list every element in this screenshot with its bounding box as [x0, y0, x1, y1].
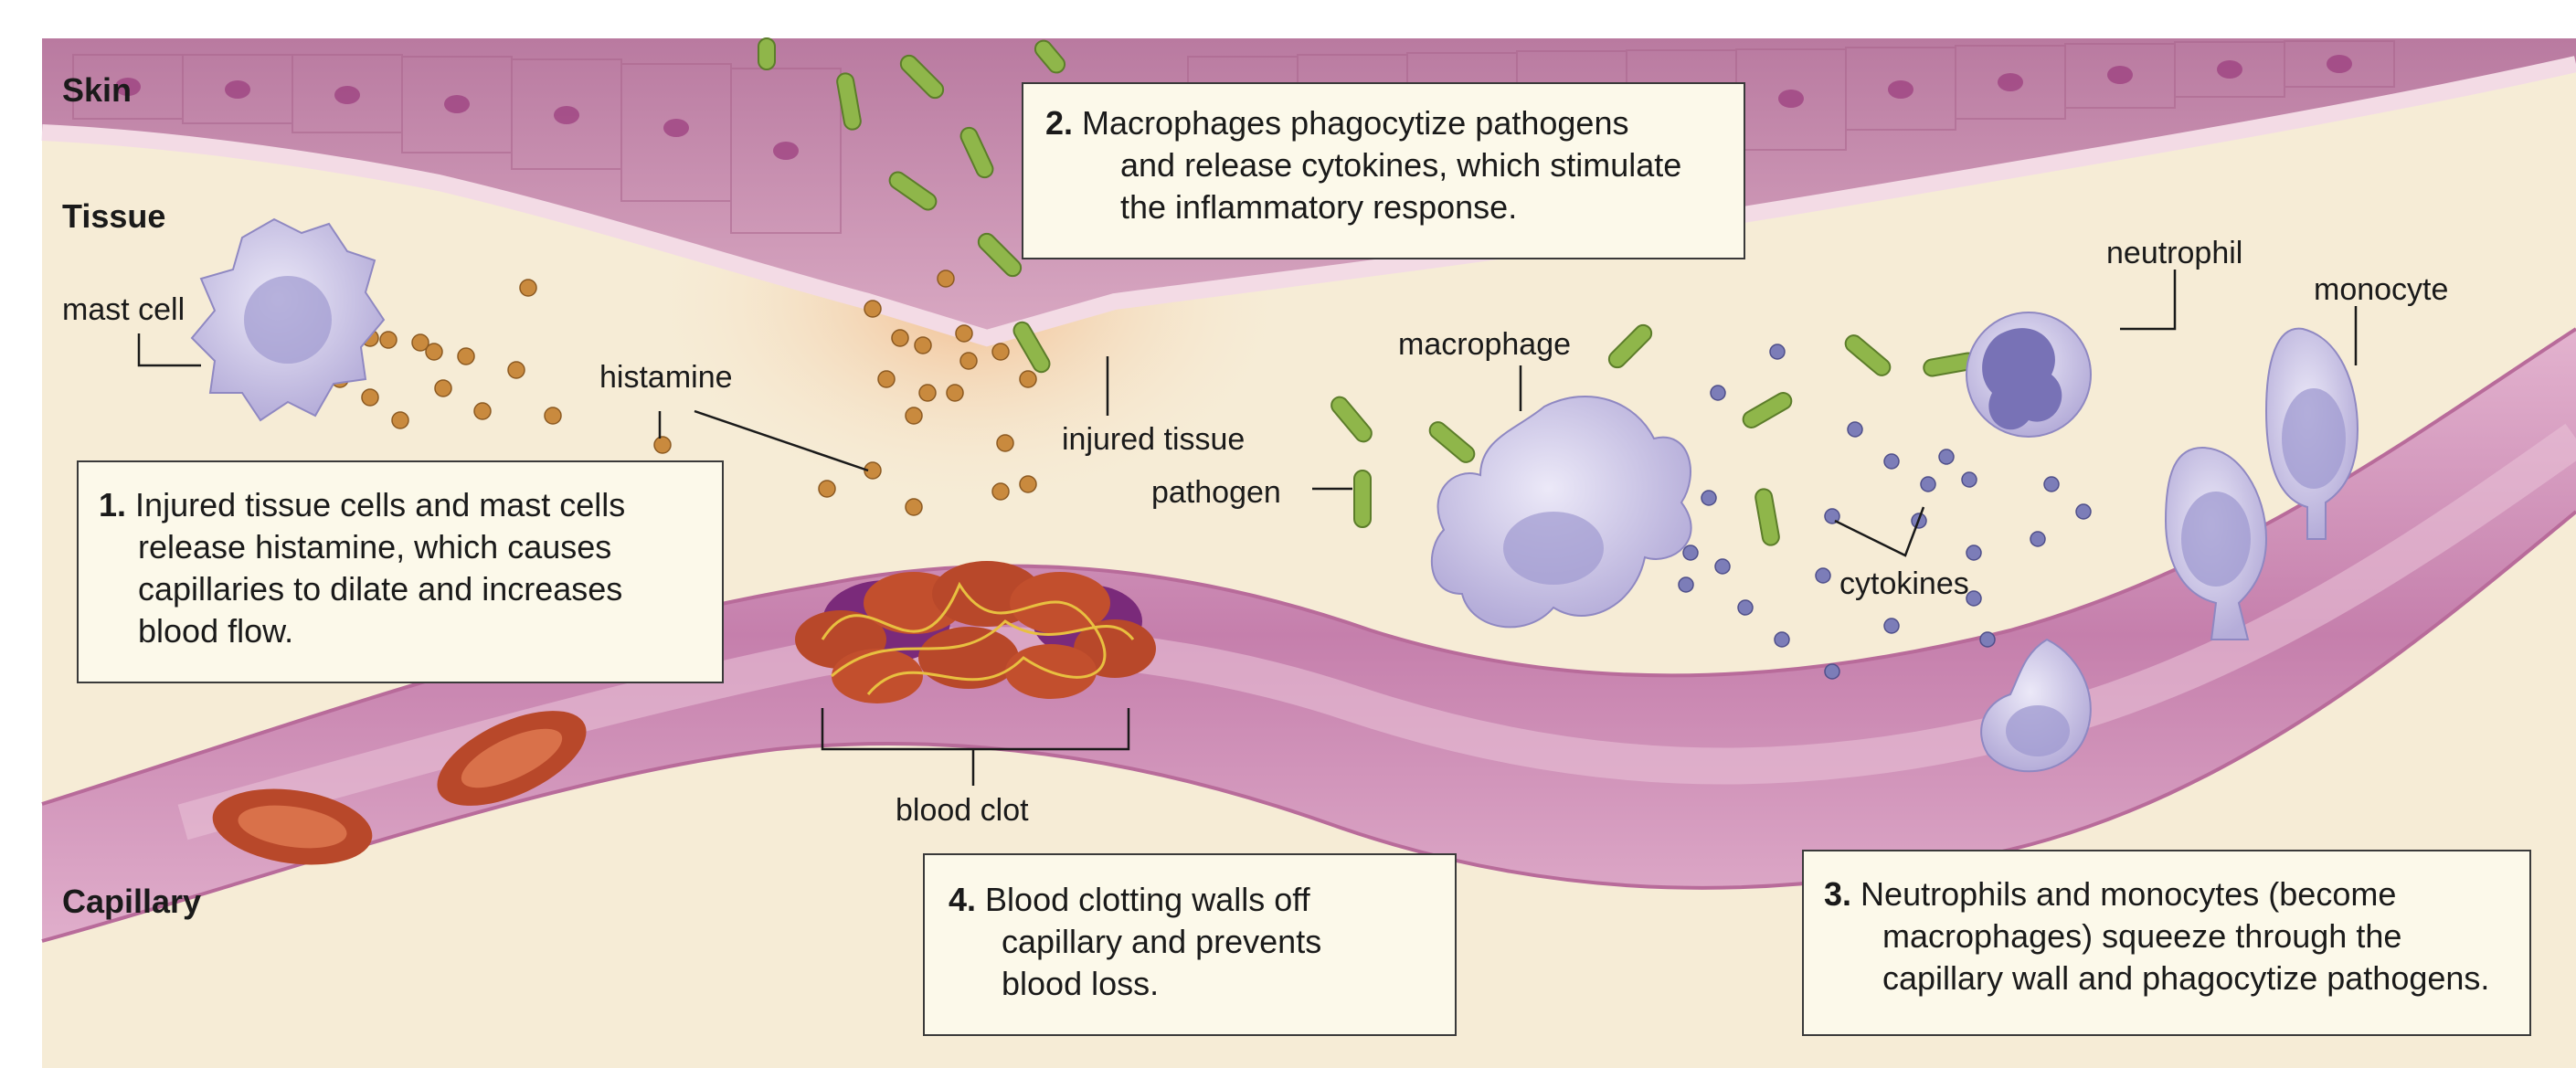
capillary-lumen: [177, 423, 2576, 841]
monocyte-shapes: [1980, 327, 2359, 773]
region-label-tissue: Tissue: [62, 197, 166, 235]
label-injured-tissue: injured tissue: [1062, 422, 1246, 457]
label-pathogen: pathogen: [1151, 475, 1281, 510]
label-macrophage: macrophage: [1398, 327, 1572, 362]
step-text-line: release histamine, which causes: [138, 528, 612, 566]
step-text-line: blood loss.: [1002, 965, 1160, 1002]
step-text-line: Macrophages phagocytize pathogens: [1082, 104, 1629, 142]
macrophage-shape: [1431, 395, 1692, 629]
step-text-line: capillary and prevents: [1002, 923, 1322, 960]
cytokine-dots: [1678, 344, 2092, 680]
region-label-capillary: Capillary: [62, 883, 202, 920]
step-text-line: capillary wall and phagocytize pathogens…: [1882, 959, 2490, 997]
step-box-1: 1. Injured tissue cells and mast cells r…: [77, 460, 724, 683]
step-text-line: Blood clotting walls off: [985, 881, 1310, 918]
step-box-4: 4. Blood clotting walls off capillary an…: [923, 853, 1457, 1036]
step-text-line: the inflammatory response.: [1120, 188, 1518, 226]
label-blood-clot: blood clot: [896, 793, 1029, 828]
label-monocyte: monocyte: [2314, 272, 2449, 307]
step-box-2: 2. Macrophages phagocytize pathogens and…: [1022, 82, 1745, 259]
label-histamine: histamine: [599, 360, 733, 395]
step-text-line: and release cytokines, which stimulate: [1120, 146, 1682, 184]
capillary-vessel: [42, 329, 2576, 941]
step-text-line: Injured tissue cells and mast cells: [135, 486, 626, 523]
step-number: 4.: [949, 881, 977, 918]
capillary-wall-bottom: [41, 510, 2576, 943]
step-text-line: Neutrophils and monocytes (become: [1860, 875, 2397, 913]
blood-clot: [795, 561, 1156, 703]
red-blood-cells: [212, 711, 587, 865]
neutrophil-shape: [1966, 312, 2092, 438]
step-box-3: 3. Neutrophils and monocytes (become mac…: [1802, 850, 2531, 1036]
mast-cell-shape: [190, 217, 386, 422]
step-text-line: capillaries to dilate and increases: [138, 570, 623, 608]
step-text-line: blood flow.: [138, 612, 294, 650]
skin-basement: [41, 56, 2576, 347]
step-text-line: macrophages) squeeze through the: [1882, 917, 2402, 955]
step-number: 3.: [1824, 875, 1852, 913]
label-mast-cell: mast cell: [62, 292, 186, 327]
label-cytokines: cytokines: [1839, 566, 1969, 601]
label-neutrophil: neutrophil: [2106, 236, 2243, 270]
step-number: 2.: [1045, 104, 1074, 142]
pathogens: [758, 37, 1977, 546]
leader-lines: [137, 270, 2358, 786]
step-number: 1.: [99, 486, 127, 523]
region-label-skin: Skin: [62, 71, 133, 109]
